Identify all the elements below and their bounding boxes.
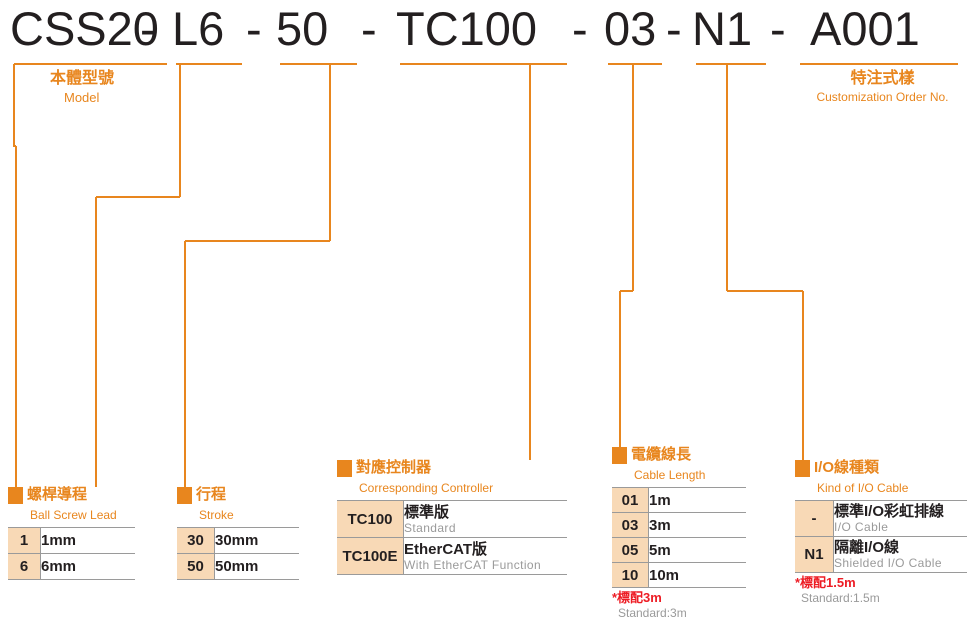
table-row[interactable]: 01 1m: [612, 487, 746, 513]
code-dash-1: -: [140, 2, 156, 55]
code-segment-io-cable: N1: [692, 2, 753, 55]
cell-value-zh: 標準I/O彩虹排線: [834, 503, 945, 520]
code-dash-3: -: [361, 2, 377, 55]
group-io-cable-title-zh: I/O線種類: [814, 459, 880, 476]
group-io-cable: I/O線種類 Kind of I/O Cable - 標準I/O彩虹排線 I/O…: [795, 458, 971, 606]
group-lead-title-en: Ball Screw Lead: [30, 508, 117, 522]
io-cable-note-en: Standard:1.5m: [801, 591, 880, 605]
cell-value: 標準版 Standard: [403, 500, 567, 538]
bullet-square-icon: [337, 460, 352, 477]
cell-value: 1m: [648, 487, 746, 513]
code-dash-2: -: [246, 2, 262, 55]
table-ball-screw-lead: 1 1mm 6 6mm: [8, 527, 135, 580]
group-stroke: 行程 Stroke 30 30mm 50 50mm: [177, 485, 317, 580]
code-segment-lead: L6: [172, 2, 225, 55]
group-ball-screw-lead: 螺桿導程 Ball Screw Lead 1 1mm 6 6mm: [8, 485, 148, 580]
cell-key: 01: [612, 487, 649, 513]
group-cable-length-title-zh: 電纜線長: [631, 446, 692, 463]
group-corresponding-controller: 對應控制器 Corresponding Controller TC100 標準版…: [337, 458, 577, 575]
group-stroke-title-en: Stroke: [199, 508, 234, 522]
code-segment-model: CSS20: [10, 2, 159, 55]
cell-value: 50mm: [214, 553, 299, 580]
cell-key: 05: [612, 537, 649, 563]
cell-value-zh: EtherCAT版: [404, 540, 488, 558]
code-segment-customization: A001: [810, 2, 920, 55]
table-row[interactable]: 03 3m: [612, 512, 746, 538]
cell-value: 5m: [648, 537, 746, 563]
cell-value: 6mm: [40, 553, 135, 580]
cable-length-note-zh: *標配3m: [612, 590, 662, 605]
cell-key: TC100: [337, 500, 404, 538]
cell-value: EtherCAT版 With EtherCAT Function: [403, 537, 567, 575]
group-model-title-zh: 本體型號: [50, 70, 115, 87]
bullet-square-icon: [612, 447, 627, 464]
cell-value-zh: 隔離I/O線: [834, 539, 900, 556]
table-row[interactable]: N1 隔離I/O線 Shielded I/O Cable: [795, 536, 967, 573]
code-segment-stroke: 50: [276, 2, 329, 55]
table-row[interactable]: 05 5m: [612, 537, 746, 563]
table-io-cable: - 標準I/O彩虹排線 I/O Cable N1 隔離I/O線 Shielded…: [795, 500, 967, 573]
cell-value-en: Standard: [404, 520, 456, 535]
code-segment-cable-length: 03: [604, 2, 657, 55]
cable-length-note: *標配3m Standard:3m: [612, 590, 762, 621]
cell-key: 03: [612, 512, 649, 538]
cable-length-note-en: Standard:3m: [618, 606, 687, 620]
cell-key: 30: [177, 527, 215, 554]
cell-value: 10m: [648, 562, 746, 588]
table-row[interactable]: 50 50mm: [177, 553, 299, 580]
table-row[interactable]: 30 30mm: [177, 527, 299, 554]
cell-value-zh: 標準版: [404, 503, 450, 521]
cell-key: 50: [177, 553, 215, 580]
io-cable-note: *標配1.5m Standard:1.5m: [795, 575, 971, 606]
group-controller-title-zh: 對應控制器: [356, 459, 432, 476]
code-dash-5: -: [666, 2, 682, 55]
bullet-square-icon: [8, 487, 23, 504]
model-code-row: CSS20 - L6 - 50 - TC100 - 03 - N1 - A001: [0, 0, 971, 58]
group-cable-length: 電纜線長 Cable Length 01 1m 03 3m 05 5m 10: [612, 445, 762, 621]
cell-key: 6: [8, 553, 41, 580]
cell-key: TC100E: [337, 537, 404, 575]
group-customization: 特注式樣 Customization Order No.: [800, 68, 965, 105]
cell-key: 1: [8, 527, 41, 554]
cell-value: 30mm: [214, 527, 299, 554]
group-controller-title-en: Corresponding Controller: [359, 481, 494, 495]
table-row[interactable]: 1 1mm: [8, 527, 135, 554]
code-segment-controller: TC100: [396, 2, 538, 55]
group-io-cable-title-en: Kind of I/O Cable: [817, 481, 909, 495]
group-customization-title-zh: 特注式樣: [850, 70, 915, 87]
cell-value: 標準I/O彩虹排線 I/O Cable: [833, 500, 967, 537]
table-corresponding-controller: TC100 標準版 Standard TC100E EtherCAT版 With…: [337, 500, 567, 575]
cell-key: N1: [795, 536, 834, 573]
group-stroke-title-zh: 行程: [196, 486, 227, 503]
group-cable-length-title-en: Cable Length: [634, 468, 706, 482]
bullet-square-icon: [795, 460, 810, 477]
cell-value: 1mm: [40, 527, 135, 554]
cell-value: 3m: [648, 512, 746, 538]
cell-value-en: Shielded I/O Cable: [834, 556, 942, 570]
io-cable-note-zh: *標配1.5m: [795, 575, 856, 590]
table-row[interactable]: 10 10m: [612, 562, 746, 588]
table-row[interactable]: 6 6mm: [8, 553, 135, 580]
bullet-square-icon: [177, 487, 192, 504]
group-model-title-en: Model: [64, 90, 100, 105]
group-lead-title-zh: 螺桿導程: [27, 486, 88, 503]
cell-value-en: With EtherCAT Function: [404, 557, 542, 572]
code-dash-4: -: [572, 2, 588, 55]
group-customization-title-en: Customization Order No.: [816, 90, 949, 104]
cell-value: 隔離I/O線 Shielded I/O Cable: [833, 536, 967, 573]
table-row[interactable]: TC100 標準版 Standard: [337, 500, 567, 538]
cell-key: 10: [612, 562, 649, 588]
cell-key: -: [795, 500, 834, 537]
table-stroke: 30 30mm 50 50mm: [177, 527, 299, 580]
group-model: 本體型號 Model: [46, 68, 246, 106]
table-row[interactable]: - 標準I/O彩虹排線 I/O Cable: [795, 500, 967, 537]
table-cable-length: 01 1m 03 3m 05 5m 10 10m: [612, 487, 746, 588]
table-row[interactable]: TC100E EtherCAT版 With EtherCAT Function: [337, 537, 567, 575]
cell-value-en: I/O Cable: [834, 520, 889, 534]
code-dash-6: -: [770, 2, 786, 55]
